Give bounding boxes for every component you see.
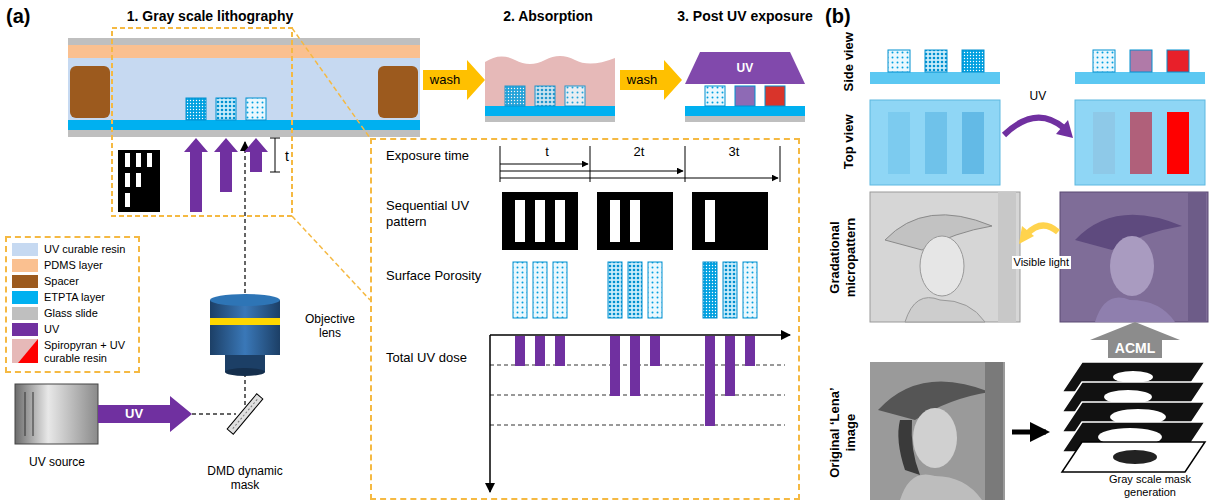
row-label: Gradational micropattern — [827, 197, 858, 317]
legend-row: Spiropyran + UV curable resin — [12, 339, 134, 365]
arrow-outline — [423, 60, 485, 100]
legend-row: UV curable resin — [12, 243, 134, 256]
part-label: UV source — [29, 455, 85, 469]
legend-text: ETPTA layer — [44, 291, 105, 304]
node-text: Sequential UV pattern — [386, 198, 486, 229]
swatch-overlay — [12, 339, 38, 363]
legend-text: Glass slide — [44, 307, 98, 320]
legend-text: Spiropyran + UV curable resin — [44, 339, 134, 365]
node-text: Exposure time — [386, 148, 491, 164]
node-text: ACML — [1108, 339, 1162, 358]
legend-text: UV — [44, 323, 59, 336]
node-text: wash — [620, 70, 664, 90]
part-label: DMD dynamic mask — [195, 464, 295, 493]
arrow-outline — [620, 60, 682, 100]
node-text: Total UV dose — [386, 350, 486, 366]
dimension-label: t — [285, 148, 289, 165]
legend-swatch — [12, 275, 38, 288]
panel-letter: (b) — [825, 4, 851, 28]
caption-label: Gray scale mask generation — [1095, 473, 1205, 499]
legend-swatch — [12, 243, 38, 256]
timing-box: Exposure time t 2t 3tSequential UV patternS… — [370, 138, 800, 500]
legend-swatch — [12, 259, 38, 272]
legend-swatch — [12, 339, 38, 363]
legend-row: Glass slide — [12, 307, 134, 320]
legend-swatch — [12, 323, 38, 336]
step-title: 2. Absorption — [473, 8, 623, 25]
step-title: 3. Post UV exposure — [670, 8, 820, 25]
node-text: Surface Porosity — [386, 268, 486, 284]
legend-box: UV curable resinPDMS layerSpacerETPTA la… — [5, 236, 140, 373]
legend-swatch — [12, 291, 38, 304]
swatch-red — [18, 339, 38, 363]
panel-letter: (a) — [6, 4, 30, 28]
legend-row: ETPTA layer — [12, 291, 134, 304]
part-label: Objective lens — [295, 312, 365, 341]
light-label: Visible light — [1012, 256, 1071, 269]
node-text: 3t — [719, 144, 749, 160]
legend-text: UV curable resin — [44, 243, 125, 256]
uv-label: UV — [1030, 89, 1047, 103]
legend-row: UV — [12, 323, 134, 336]
legend-text: Spacer — [44, 275, 79, 288]
row-label: Original ‘Lena’ image — [827, 367, 858, 497]
arrow-outline — [1090, 322, 1180, 358]
legend-row: Spacer — [12, 275, 134, 288]
wash-arrow: wash — [423, 60, 485, 100]
node-text: wash — [423, 70, 467, 90]
step-title: 1. Gray scale lithography — [80, 8, 340, 25]
legend-swatch — [12, 307, 38, 320]
node-text: t — [532, 144, 562, 160]
view-label: Top view — [840, 114, 856, 169]
acml-arrow: ACML — [1090, 322, 1180, 358]
node-text: 2t — [624, 144, 654, 160]
legend-row: PDMS layer — [12, 259, 134, 272]
view-label: Side view — [840, 32, 856, 91]
wash-arrow: wash — [620, 60, 682, 100]
legend-text: PDMS layer — [44, 259, 103, 272]
uv-label: UV — [737, 61, 754, 75]
uv-label: UV — [125, 406, 143, 422]
